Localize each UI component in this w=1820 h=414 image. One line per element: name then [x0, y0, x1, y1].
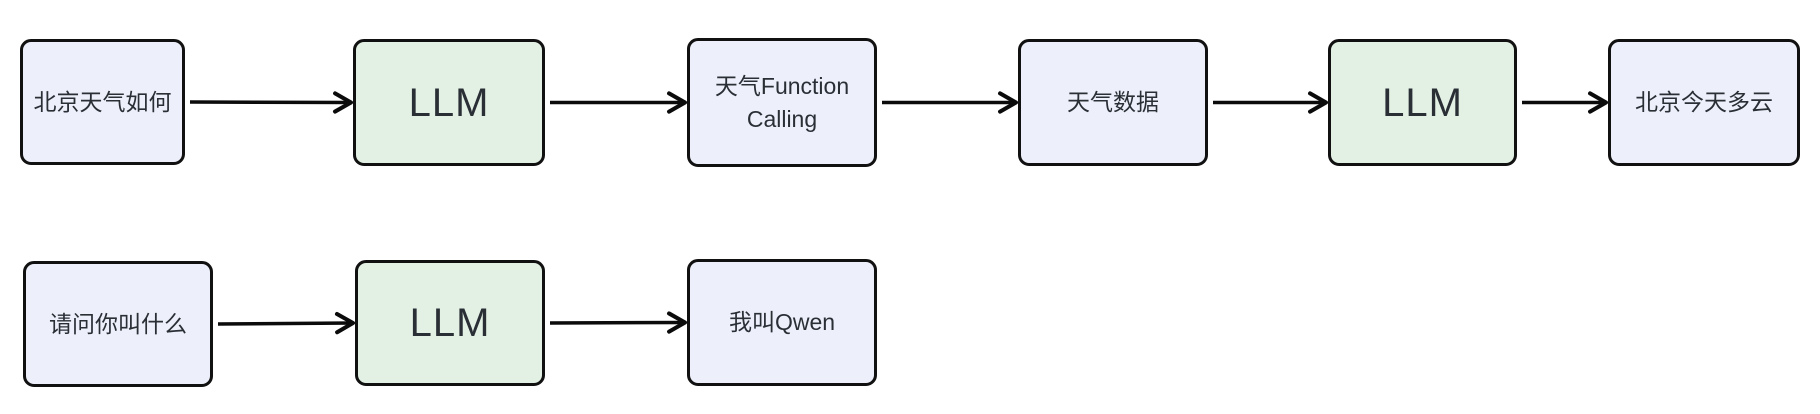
flow-node-label: LLM	[408, 80, 490, 125]
flow-node-label: 北京天气如何	[33, 88, 172, 115]
flow-node-label: LLM	[1382, 80, 1463, 125]
flow-node-label: 我叫Qwen	[728, 309, 836, 336]
flow-node-r1-weather-data: 天气数据	[1018, 39, 1208, 166]
flow-arrow-r2-llm-to-r2-answer	[549, 311, 688, 334]
flow-node-label: 北京今天多云	[1635, 89, 1773, 116]
flow-node-r1-llm-1: LLM	[353, 39, 545, 166]
flow-node-label: 天气Function Calling	[714, 73, 850, 132]
flow-arrow-r2-question-to-r2-llm	[217, 311, 356, 335]
flow-node-label: LLM	[409, 301, 491, 345]
flow-node-label: 请问你叫什么	[49, 310, 187, 337]
flow-node-r2-llm: LLM	[355, 260, 545, 386]
flow-arrow-r1-question-to-r1-llm-1	[189, 91, 354, 114]
flow-node-label: 天气数据	[1067, 89, 1159, 116]
flow-node-r2-question: 请问你叫什么	[23, 261, 213, 387]
flow-node-r1-llm-2: LLM	[1328, 39, 1517, 166]
flow-node-r1-question: 北京天气如何	[20, 39, 185, 165]
flow-node-r1-function-calling: 天气Function Calling	[687, 38, 877, 167]
flow-node-r1-answer: 北京今天多云	[1608, 39, 1800, 166]
flow-node-r2-answer: 我叫Qwen	[687, 259, 877, 386]
